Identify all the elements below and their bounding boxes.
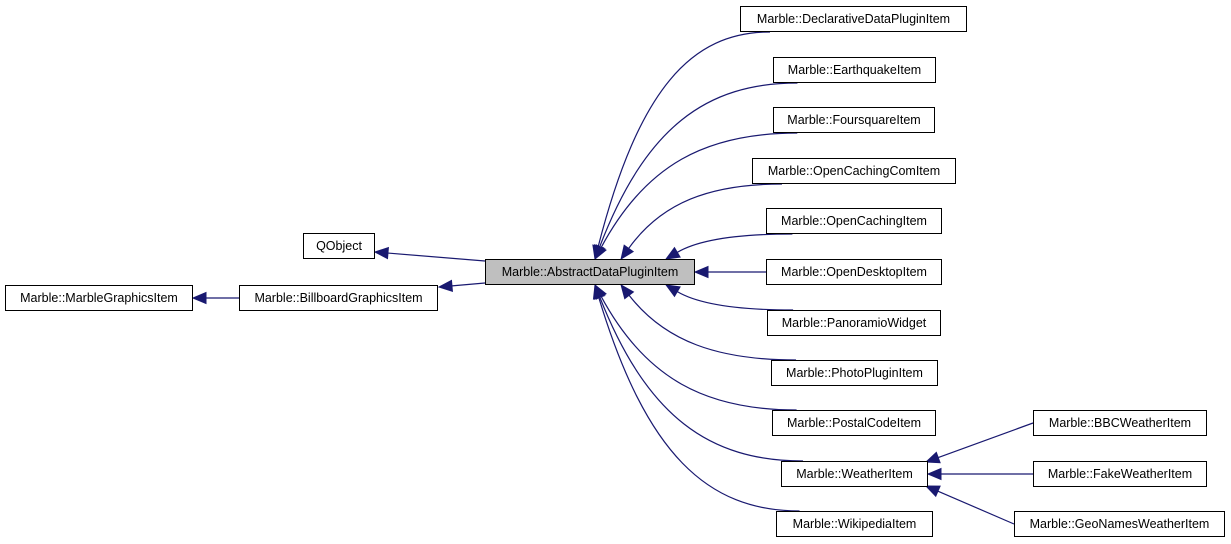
edge-postalcodeitem-to-abstractdatapluginitem xyxy=(600,296,797,411)
edge-photopluginitem-to-abstractdatapluginitem-arrowhead xyxy=(620,283,635,300)
node-fake-weather-item[interactable]: Marble::FakeWeatherItem xyxy=(1033,461,1207,487)
node-geonames-weather-item[interactable]: Marble::GeoNamesWeatherItem xyxy=(1014,511,1225,537)
node-panoramio-widget[interactable]: Marble::PanoramioWidget xyxy=(767,310,941,336)
node-open-desktop-item[interactable]: Marble::OpenDesktopItem xyxy=(766,259,942,285)
edge-abstractdatapluginitem-to-billboardgraphicsitem-arrowhead xyxy=(437,279,453,293)
node-wikipedia-item[interactable]: Marble::WikipediaItem xyxy=(776,511,933,537)
node-open-caching-item[interactable]: Marble::OpenCachingItem xyxy=(766,208,942,234)
edge-wikipediaitem-to-abstractdatapluginitem xyxy=(598,297,800,512)
edge-wikipediaitem-to-abstractdatapluginitem-arrowhead xyxy=(592,283,605,300)
edge-opendesktopitem-to-abstractdatapluginitem-arrowhead xyxy=(693,265,709,279)
node-bbc-weather-item[interactable]: Marble::BBCWeatherItem xyxy=(1033,410,1207,436)
node-postal-code-item[interactable]: Marble::PostalCodeItem xyxy=(772,410,936,436)
edge-earthquakeitem-to-abstractdatapluginitem xyxy=(599,82,798,248)
node-marble-graphics-item[interactable]: Marble::MarbleGraphicsItem xyxy=(5,285,193,311)
edge-geonamesweatheritem-to-weatheritem-arrowhead xyxy=(924,485,941,498)
edge-billboardgraphicsitem-to-marblegraphicsitem-arrowhead xyxy=(191,291,207,305)
edge-panoramiowidget-to-abstractdatapluginitem-arrowhead xyxy=(664,284,681,298)
node-billboard-graphics-item[interactable]: Marble::BillboardGraphicsItem xyxy=(239,285,438,311)
node-qobject[interactable]: QObject xyxy=(303,233,375,259)
edge-abstractdatapluginitem-to-qobject-arrowhead xyxy=(373,246,389,260)
edge-photopluginitem-to-abstractdatapluginitem xyxy=(628,294,797,361)
node-declarative-data-plugin-item[interactable]: Marble::DeclarativeDataPluginItem xyxy=(740,6,967,32)
node-foursquare-item[interactable]: Marble::FoursquareItem xyxy=(773,107,935,133)
edge-weatheritem-to-abstractdatapluginitem xyxy=(599,296,804,462)
edge-opencachingcomitem-to-abstractdatapluginitem-arrowhead xyxy=(620,244,635,261)
edge-opencachingitem-to-abstractdatapluginitem xyxy=(676,233,793,253)
edge-opencachingcomitem-to-abstractdatapluginitem xyxy=(628,183,783,249)
edge-bbcweatheritem-to-weatheritem xyxy=(938,422,1034,459)
edge-foursquareitem-to-abstractdatapluginitem xyxy=(600,132,798,248)
edge-bbcweatheritem-to-weatheritem-arrowhead xyxy=(924,451,941,464)
node-photo-plugin-item[interactable]: Marble::PhotoPluginItem xyxy=(771,360,938,386)
edge-abstractdatapluginitem-to-qobject xyxy=(387,252,486,262)
edge-declarativedatapluginitem-to-abstractdatapluginitem xyxy=(597,31,771,247)
node-abstract-data-plugin-item[interactable]: Marble::AbstractDataPluginItem xyxy=(485,259,695,285)
edge-fakeweatheritem-to-weatheritem-arrowhead xyxy=(926,467,942,481)
edge-geonamesweatheritem-to-weatheritem xyxy=(937,490,1015,525)
node-weather-item[interactable]: Marble::WeatherItem xyxy=(781,461,928,487)
edge-panoramiowidget-to-abstractdatapluginitem xyxy=(676,291,794,311)
node-earthquake-item[interactable]: Marble::EarthquakeItem xyxy=(773,57,936,83)
edge-foursquareitem-to-abstractdatapluginitem-arrowhead xyxy=(594,244,607,261)
edge-abstractdatapluginitem-to-billboardgraphicsitem xyxy=(451,282,486,287)
edge-opencachingitem-to-abstractdatapluginitem-arrowhead xyxy=(664,246,681,260)
node-open-caching-com-item[interactable]: Marble::OpenCachingComItem xyxy=(752,158,956,184)
